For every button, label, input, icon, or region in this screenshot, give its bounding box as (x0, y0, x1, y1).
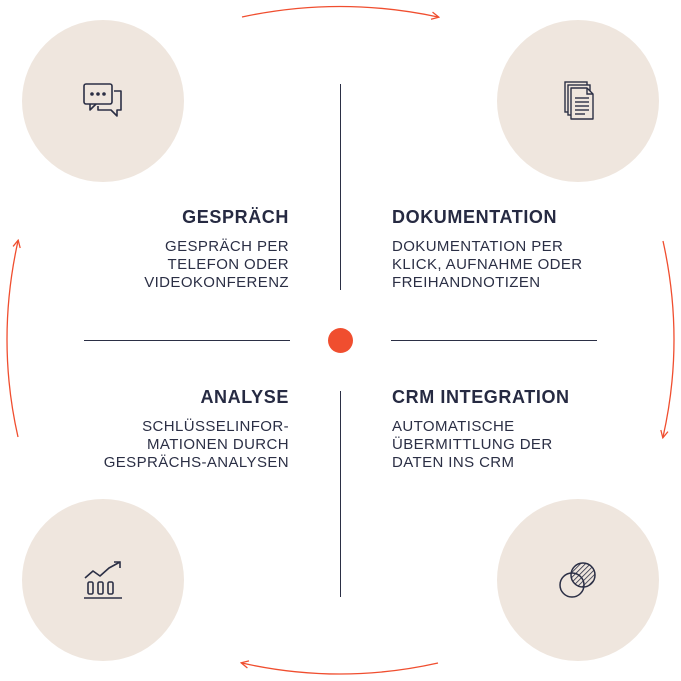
step-title-analyse: ANALYSE (200, 387, 289, 407)
desc-line: DOKUMENTATION PER (392, 238, 564, 255)
desc-line: GESPRÄCHS-ANALYSEN (103, 454, 289, 471)
center-dot (328, 328, 353, 353)
documents-icon (564, 81, 594, 120)
step-desc-analyse: SCHLÜSSELINFOR- MATIONEN DURCH GESPRÄCHS… (104, 418, 289, 472)
step-title-gespraech: GESPRÄCH (182, 207, 289, 227)
divider-horizontal-right (391, 340, 597, 341)
desc-line: DATEN INS CRM (392, 454, 515, 471)
desc-line: SCHLÜSSELINFOR- (142, 418, 289, 435)
step-desc-dokumentation: DOKUMENTATION PER KLICK, AUFNAHME ODER F… (392, 238, 583, 292)
step-circle-crm-integration (497, 499, 659, 661)
divider-vertical-bottom (340, 391, 341, 597)
arrow-top (241, 5, 438, 18)
desc-line: KLICK, AUFNAHME ODER (392, 256, 583, 273)
desc-line: MATIONEN DURCH (147, 436, 289, 453)
arrow-bottom (242, 663, 439, 675)
divider-horizontal-left (84, 340, 290, 341)
desc-line: FREIHANDNOTIZEN (392, 274, 541, 291)
step-circle-gespraech (22, 20, 184, 182)
step-desc-gespraech: GESPRÄCH PER TELEFON ODER VIDEOKONFERENZ (144, 238, 289, 292)
step-circle-dokumentation (497, 20, 659, 182)
arrow-left (6, 241, 18, 438)
desc-line: AUTOMATISCHE (392, 418, 515, 435)
step-circle-analyse (22, 499, 184, 661)
growth-chart-icon (84, 561, 122, 599)
overlapping-circles-icon (559, 562, 596, 598)
desc-line: TELEFON ODER (167, 256, 289, 273)
desc-line: VIDEOKONFERENZ (144, 274, 289, 291)
step-title-crm-integration: CRM INTEGRATION (392, 387, 570, 407)
desc-line: ÜBERMITTLUNG DER (392, 436, 553, 453)
arrow-right (663, 240, 675, 437)
step-title-dokumentation: DOKUMENTATION (392, 207, 558, 227)
chat-bubbles-icon (83, 83, 122, 117)
step-desc-crm-integration: AUTOMATISCHE ÜBERMITTLUNG DER DATEN INS … (392, 418, 553, 472)
divider-vertical-top (340, 84, 341, 290)
desc-line: GESPRÄCH PER (165, 238, 289, 255)
